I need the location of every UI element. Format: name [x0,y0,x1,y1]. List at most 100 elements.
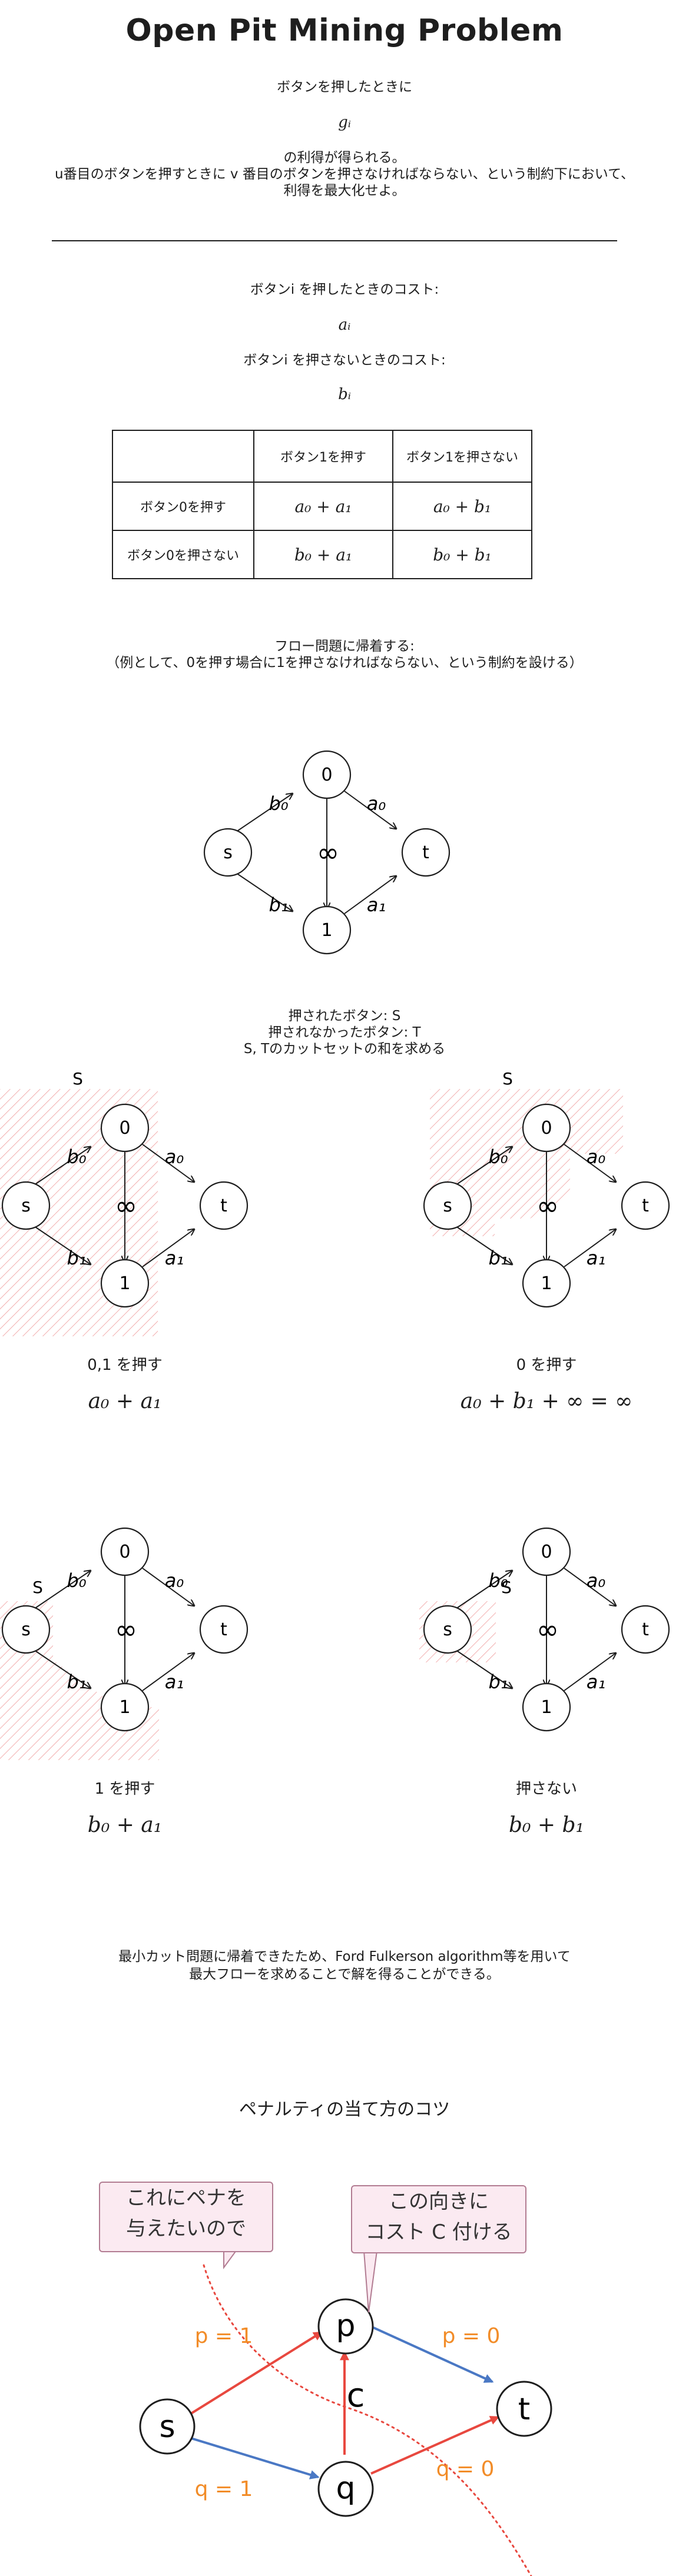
flow-graph: s 0 1 t b₀ b₁ a₀ a₁ ∞ [204,751,449,954]
case-1-graph: s 0 1 t b₀ b₁ a₀ a₁ ∞ [2,1104,247,1307]
svg-text:a₁: a₁ [587,1671,605,1693]
node-1: 1 [321,920,332,941]
node-t: t [422,842,429,863]
divider [52,240,617,241]
case-4-result: b₀ + b₁ [508,1813,584,1837]
intro-line-2: の利得が得られる。 [283,150,406,165]
svg-text:1: 1 [541,1697,552,1718]
penalty-node-p: p [336,2308,355,2343]
label-c: c [347,2376,365,2415]
svg-text:b₁: b₁ [488,1671,508,1693]
bubble-right: この向きに コスト C 付ける [351,2185,526,2253]
penalty-diagram: s p q t p = 1 p = 0 q = 1 q = 0 c [139,2249,552,2576]
case-4-graph: s 0 1 t b₀ b₁ a₀ a₁ ∞ [424,1528,669,1731]
cut-region-case-2 [430,1089,623,1236]
svg-text:0: 0 [541,1118,552,1138]
set-label-s: S [501,1578,512,1597]
edge-label-inf: ∞ [317,836,339,868]
table-col-header: ボタン1を押さない [392,430,532,483]
svg-text:s: s [443,1196,452,1216]
table-row-header: ボタン0を押さない [112,530,254,579]
svg-text:s: s [443,1619,452,1640]
svg-text:1: 1 [541,1273,552,1294]
page-title: Open Pit Mining Problem [125,13,564,48]
gain-symbol: gᵢ [338,114,351,131]
svg-text:a₀: a₀ [165,1146,184,1168]
cut-line-3: S, Tのカットセットの和を求める [243,1041,446,1057]
svg-text:a₀: a₀ [587,1569,606,1592]
svg-text:∞: ∞ [536,1190,559,1221]
case-4-caption: 押さない [515,1780,577,1798]
svg-text:s: s [21,1196,31,1216]
intro-line-1: ボタンを押したときに [277,79,412,95]
intro-line-3: u番目のボタンを押すときに v 番目のボタンを押さなければならない、という制約下… [55,167,634,182]
svg-text:b₁: b₁ [67,1671,86,1693]
svg-text:0: 0 [119,1542,130,1562]
svg-text:0: 0 [119,1118,130,1138]
svg-text:b₁: b₁ [67,1247,86,1269]
svg-text:a₀: a₀ [165,1569,184,1592]
penalty-node-t: t [518,2392,530,2427]
bubble-left: これにペナを 与えたいので [99,2182,273,2252]
label-p1: p = 1 [195,2324,253,2348]
cut-line-2: 押されなかったボタン: T [268,1025,421,1040]
flow-line-1: フロー問題に帰着する: [274,639,415,654]
case-2-graph: s 0 1 t b₀ b₁ a₀ a₁ ∞ [424,1104,669,1307]
case-3-caption: 1 を押す [94,1780,155,1798]
table-row-header: ボタン0を押す [112,482,254,531]
case-3-graph: s 0 1 t b₀ b₁ a₀ a₁ ∞ [2,1528,247,1731]
cost-table: ボタン1を押す ボタン1を押さない ボタン0を押す a₀ + a₁ a₀ + b… [112,430,532,579]
table-cell: b₀ + b₁ [392,530,532,579]
nopress-cost-text: ボタンi を押さないときのコスト: [243,353,446,368]
press-cost-text: ボタンi を押したときのコスト: [250,282,439,297]
svg-text:∞: ∞ [115,1614,137,1645]
edge-label-a1: a₁ [367,894,386,916]
edge-label-b1: b₁ [269,894,288,916]
intro-line-4: 利得を最大化せよ。 [283,183,406,198]
table-col-header: ボタン1を押す [253,430,393,483]
edge-label-a0: a₀ [367,792,386,815]
penalty-node-q: q [336,2471,355,2506]
set-label-s: S [32,1578,43,1597]
svg-text:0: 0 [541,1542,552,1562]
label-q1: q = 1 [195,2477,253,2501]
svg-text:t: t [642,1196,649,1216]
penalty-title: ペナルティの当て方のコツ [238,2099,450,2120]
svg-text:a₁: a₁ [165,1247,184,1269]
table-cell: b₀ + a₁ [253,530,393,579]
svg-text:b₀: b₀ [488,1146,508,1168]
svg-text:b₀: b₀ [488,1569,508,1592]
svg-text:b₁: b₁ [488,1247,508,1269]
set-label-s: S [72,1069,83,1088]
flow-line-2: （例として、0を押す場合に1を押さなければならない、という制約を設ける） [106,655,583,670]
case-1-result: a₀ + a₁ [88,1389,162,1413]
table-cell: a₀ + b₁ [392,482,532,531]
set-label-s: S [502,1069,513,1088]
svg-text:t: t [220,1619,227,1640]
case-2-caption: 0 を押す [516,1356,577,1374]
svg-text:a₁: a₁ [587,1247,605,1269]
svg-text:s: s [21,1619,31,1640]
svg-text:t: t [220,1196,227,1216]
node-0: 0 [321,765,332,785]
svg-text:1: 1 [119,1697,130,1718]
case-2-result: a₀ + b₁ + ∞ = ∞ [460,1389,633,1413]
svg-text:∞: ∞ [115,1190,137,1221]
label-q0: q = 0 [436,2457,495,2481]
penalty-node-s: s [159,2409,175,2445]
press-cost-symbol: aᵢ [338,316,351,334]
svg-text:b₀: b₀ [67,1146,86,1168]
conclusion-line-1: 最小カット問題に帰着できたため、Ford Fulkerson algorithm… [118,1949,571,1964]
svg-text:b₀: b₀ [67,1569,86,1592]
svg-text:∞: ∞ [536,1614,559,1645]
node-s: s [223,842,233,863]
table-cell: a₀ + a₁ [253,482,393,531]
cut-line-1: 押されたボタン: S [288,1008,401,1024]
edge-label-b0: b₀ [269,792,288,815]
conclusion-line-2: 最大フローを求めることで解を得ることができる。 [189,1967,500,1982]
svg-text:1: 1 [119,1273,130,1294]
case-3-result: b₀ + a₁ [87,1813,163,1837]
nopress-cost-symbol: bᵢ [338,386,351,403]
table-corner [112,430,254,483]
